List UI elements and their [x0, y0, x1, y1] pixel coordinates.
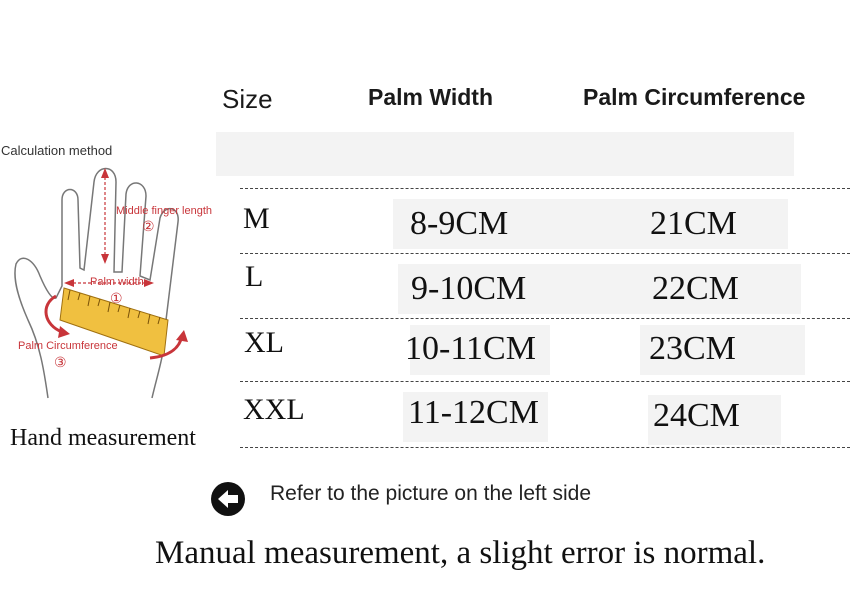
marker-1: ①: [110, 290, 123, 306]
header-palm-circumference: Palm Circumference: [583, 84, 806, 110]
size-cell: M: [243, 202, 270, 235]
hand-measurement-caption: Hand measurement: [10, 425, 196, 451]
palm-width-cell: 10-11CM: [405, 330, 536, 367]
refer-text: Refer to the picture on the left side: [270, 482, 592, 505]
palm-circumference-cell: 24CM: [653, 397, 740, 434]
header-size: Size: [222, 84, 273, 114]
row-bg: [398, 264, 801, 314]
row-divider: [240, 188, 850, 189]
cell-bg: [410, 325, 550, 375]
header-palm-width: Palm Width: [368, 84, 494, 110]
size-cell: XXL: [243, 393, 305, 426]
row-divider: [240, 253, 850, 254]
row-divider: [240, 447, 850, 448]
middle-finger-length-label: Middle finger length: [116, 205, 213, 217]
calculation-method-label: Calculation method: [1, 143, 113, 158]
marker-2: ②: [142, 218, 155, 234]
palm-circumference-label: Palm Circumference: [18, 340, 118, 352]
cell-bg: [640, 325, 805, 375]
row-bg: [393, 199, 788, 249]
palm-width-cell: 8-9CM: [410, 205, 509, 242]
palm-width-label: Palm width: [90, 276, 144, 288]
row-divider: [240, 318, 850, 319]
palm-width-cell: 9-10CM: [411, 270, 527, 307]
palm-circumference-cell: 23CM: [649, 330, 736, 367]
cell-bg: [403, 392, 548, 442]
palm-circumference-cell: 21CM: [650, 205, 737, 242]
palm-circumference-cell: 22CM: [652, 270, 739, 307]
size-cell: L: [245, 260, 264, 293]
cell-bg: [648, 395, 781, 445]
hand-diagram: [14, 167, 188, 399]
hand-outline: [14, 167, 179, 399]
measurement-note: Manual measurement, a slight error is no…: [155, 535, 766, 571]
left-arrow-icon: [211, 482, 245, 516]
header-underbar: [216, 132, 794, 176]
palm-width-cell: 11-12CM: [408, 394, 539, 431]
marker-3: ③: [54, 354, 67, 370]
row-divider: [240, 381, 850, 382]
size-cell: XL: [244, 326, 284, 359]
